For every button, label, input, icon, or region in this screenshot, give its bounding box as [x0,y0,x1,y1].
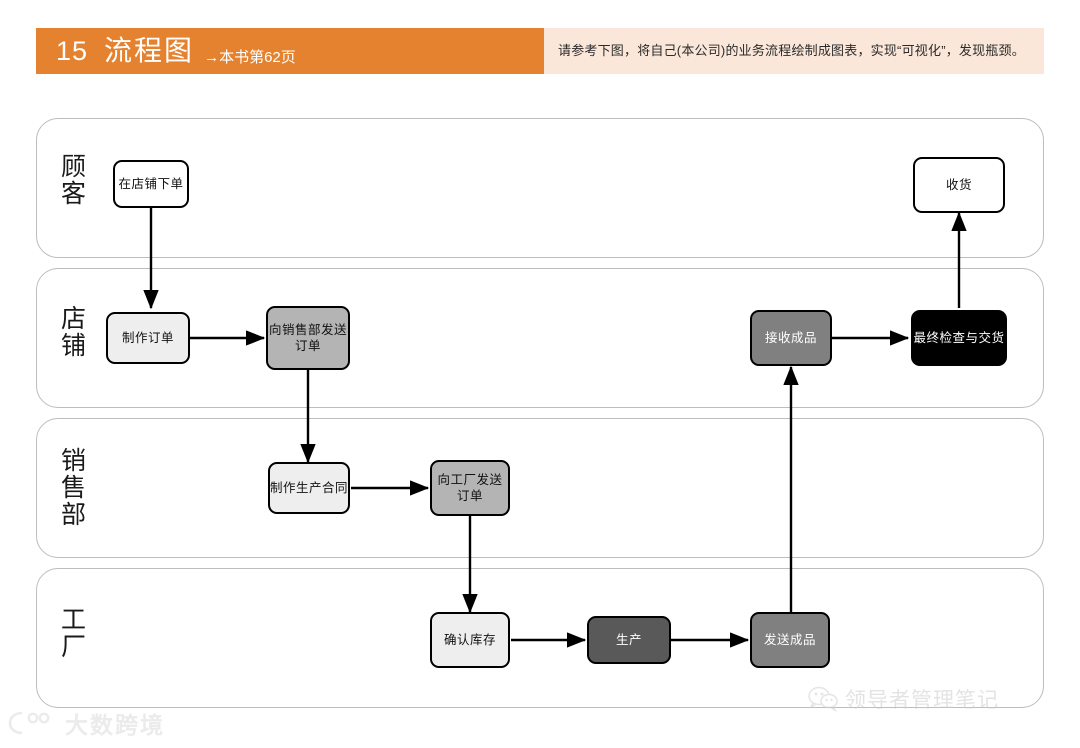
node-final-check-and-delivery[interactable]: 最终检查与交货 [911,310,1007,366]
swimlane-label-shop: 店铺 [60,304,87,360]
node-receive-products[interactable]: 接收成品 [750,310,832,366]
swimlane-label-customer: 顾客 [60,152,87,208]
page-header: 15 流程图 →本书第62页 请参考下图，将自己(本公司)的业务流程绘制成图表，… [36,28,1044,74]
swimlane-sales [36,418,1044,558]
node-ship-products[interactable]: 发送成品 [750,612,830,668]
node-order-in-store[interactable]: 在店铺下单 [113,160,189,208]
swimlane-label-factory: 工厂 [60,605,87,661]
swimlane-label-sales: 销售部 [60,446,87,529]
swimlane-factory [36,568,1044,708]
node-production[interactable]: 生产 [587,616,671,664]
page-title: 流程图 [104,35,195,66]
header-description: 请参考下图，将自己(本公司)的业务流程绘制成图表，实现“可视化”，发现瓶颈。 [558,43,1025,59]
header-description-block: 请参考下图，将自己(本公司)的业务流程绘制成图表，实现“可视化”，发现瓶颈。 [544,28,1044,74]
header-page-reference: →本书第62页 [204,49,296,66]
watermark-left: 大数跨境 [8,706,165,740]
watermark-right: 领导者管理笔记 [808,684,999,714]
brand-logo-icon [8,711,50,735]
swimlane-shop [36,268,1044,408]
node-send-order-to-sales[interactable]: 向销售部发送订单 [266,306,350,370]
watermark-left-text: 大数跨境 [65,713,165,739]
header-title-block: 15 流程图 →本书第62页 [36,28,544,74]
node-send-order-to-factory[interactable]: 向工厂发送订单 [430,460,510,516]
node-receive-goods[interactable]: 收货 [913,157,1005,213]
watermark-right-text: 领导者管理笔记 [845,688,999,712]
node-create-production-contract[interactable]: 制作生产合同 [268,462,350,514]
swimlane-customer [36,118,1044,258]
header-number: 15 [56,35,89,66]
node-check-stock[interactable]: 确认库存 [430,612,510,668]
node-create-order[interactable]: 制作订单 [106,312,190,364]
wechat-icon [808,686,838,712]
